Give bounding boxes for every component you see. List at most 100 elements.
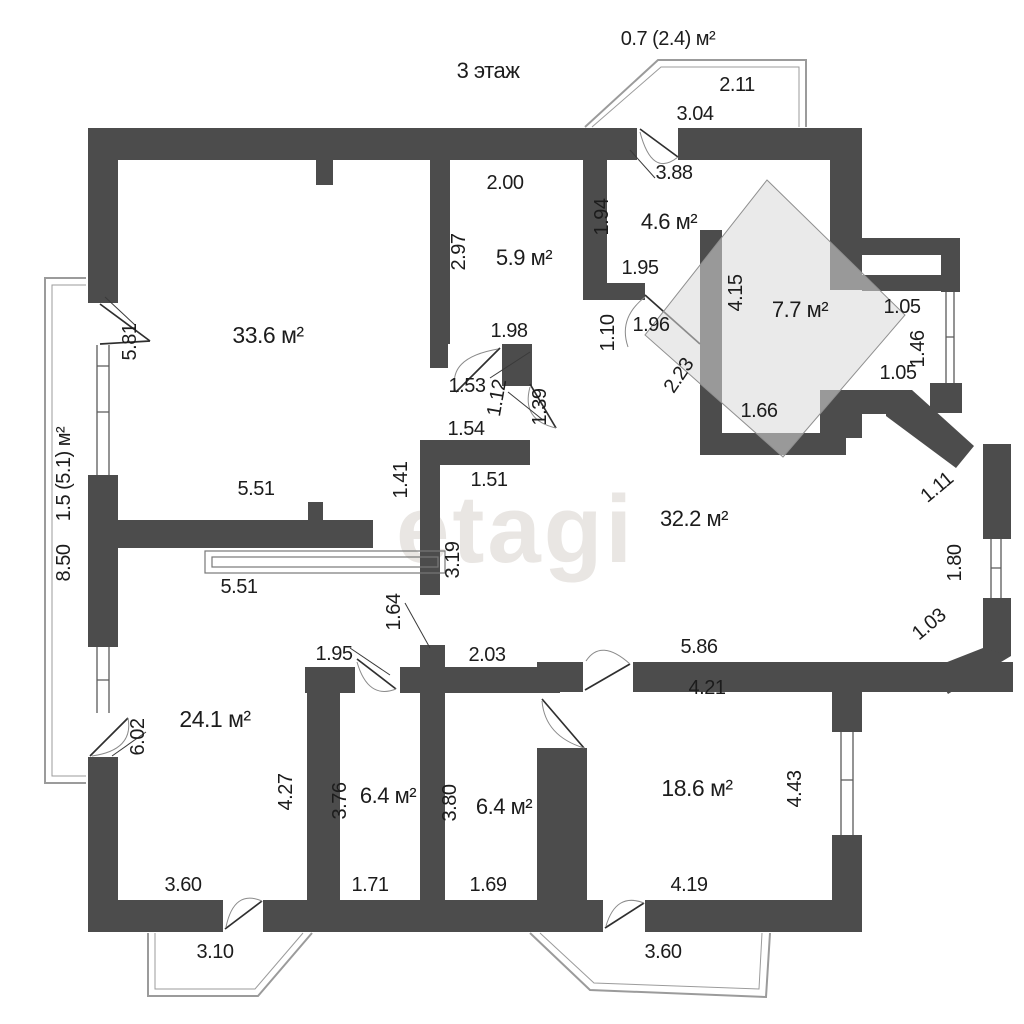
dim-2-03: 2.03 xyxy=(469,644,506,666)
dim-1-05b: 1.05 xyxy=(880,362,917,384)
wall-bedroom-right-2 xyxy=(832,835,862,932)
door-leaf-wc1 xyxy=(356,658,397,690)
wall-bottom-2 xyxy=(263,900,603,932)
dim-4-27: 4.27 xyxy=(275,773,297,810)
dim-1-95a: 1.95 xyxy=(622,257,659,279)
labels: 3 этаж 33.6 м² 5.9 м² 4.6 м² 7.7 м² 32.2… xyxy=(53,28,966,963)
dim-1-54: 1.54 xyxy=(448,418,485,440)
windows xyxy=(88,292,1009,835)
gap-left-upper-door xyxy=(88,303,118,345)
wall-right-lower xyxy=(983,598,1011,656)
room-label-wc-left: 6.4 м² xyxy=(360,783,416,808)
dim-1-05a: 1.05 xyxy=(884,296,921,318)
wall-right-window-cap-top xyxy=(941,238,960,292)
door-leaf-bedroom-right xyxy=(584,663,631,691)
dim-4-21: 4.21 xyxy=(689,677,726,699)
dim-2-97: 2.97 xyxy=(448,233,470,270)
door-arc-balcony-left xyxy=(225,897,263,928)
wall-top-right xyxy=(678,128,862,160)
gap-left-lower-door xyxy=(88,713,118,757)
wall-bedroom-left-right xyxy=(307,667,340,900)
balcony-left-outline xyxy=(44,277,86,784)
dim-1-46: 1.46 xyxy=(907,330,929,367)
dim-1-03: 1.03 xyxy=(908,604,951,645)
entry-diamond-overlay xyxy=(644,179,906,458)
leader-5-81 xyxy=(104,296,136,326)
door-arc-vestibule xyxy=(527,386,557,429)
dim-2-00: 2.00 xyxy=(487,172,524,194)
balcony-bottom-right-inner xyxy=(539,932,763,990)
dim-5-51b: 5.51 xyxy=(221,576,258,598)
wall-wc-divider xyxy=(420,693,445,900)
dim-1-98: 1.98 xyxy=(491,320,528,342)
wall-pantry-right xyxy=(583,160,607,300)
balcony-left-area: 1.5 (5.1) м² xyxy=(53,426,75,521)
dim-1-80: 1.80 xyxy=(944,544,966,581)
door-arc-wc1 xyxy=(356,661,397,692)
dim-4-43: 4.43 xyxy=(784,770,806,807)
wall-left-2 xyxy=(88,475,118,647)
wall-hall-top-bottom xyxy=(583,283,645,300)
dim-2-11: 2.11 xyxy=(719,74,755,96)
dim-4-15: 4.15 xyxy=(725,274,747,311)
dim-1-11: 1.11 xyxy=(916,467,958,507)
balcony-left-length: 8.50 xyxy=(53,544,75,581)
leader-lines xyxy=(104,149,656,757)
room-label-hall: 32.2 м² xyxy=(660,506,728,531)
wall-niche-bottom xyxy=(862,275,942,291)
wardrobe xyxy=(204,550,446,574)
dim-3-60a: 3.60 xyxy=(165,874,202,896)
balcony-bottom-right-outline xyxy=(529,932,771,999)
door-leaf-left-lower xyxy=(89,717,129,757)
doors xyxy=(89,128,701,930)
dim-1-69: 1.69 xyxy=(470,874,507,896)
dim-1-10: 1.10 xyxy=(597,314,619,351)
leader-1-53 xyxy=(489,351,531,379)
dim-6-02: 6.02 xyxy=(127,718,149,755)
door-leaf-top-balcony xyxy=(639,128,679,158)
balcony-left-inner xyxy=(51,284,86,777)
wall-pantry-bottom-cap xyxy=(430,344,450,368)
dim-1-64: 1.64 xyxy=(383,593,405,630)
wall-bedroom-right-1 xyxy=(832,692,862,732)
dim-1-71: 1.71 xyxy=(352,874,389,896)
leader-1-95b xyxy=(349,647,391,676)
wall-bottom-1 xyxy=(88,900,225,932)
dim-1-41: 1.41 xyxy=(390,461,412,498)
room-label-wc-right: 6.4 м² xyxy=(476,794,532,819)
wall-l-vertical xyxy=(420,440,440,595)
balcony-bottom-left-outline xyxy=(147,932,313,997)
dim-3-76: 3.76 xyxy=(329,782,351,819)
dim-5-81: 5.81 xyxy=(119,323,141,360)
leader-1-64 xyxy=(404,602,431,649)
wall-diagonal-upper xyxy=(886,390,974,468)
wall-tick-top xyxy=(316,160,333,185)
door-arc-top-balcony xyxy=(639,131,679,165)
balcony-top-area: 0.7 (2.4) м² xyxy=(621,28,716,50)
window-hall-right-frame xyxy=(990,539,1002,598)
door-leaf-wc2 xyxy=(541,698,585,749)
balcony-top-outline xyxy=(584,59,807,128)
leader-3-88 xyxy=(629,149,656,179)
dim-1-95b: 1.95 xyxy=(316,643,353,665)
wardrobe-inner xyxy=(211,556,439,568)
leader-6-02 xyxy=(111,731,147,757)
wall-top-left xyxy=(88,128,637,160)
wardrobe-outline xyxy=(204,550,446,574)
wall-right-window-cap-bottom xyxy=(930,383,962,413)
dim-1-12: 1.12 xyxy=(483,378,511,419)
room-label-pantry: 5.9 м² xyxy=(496,245,552,270)
door-leaf-pantry xyxy=(455,347,501,393)
balcony-outlines xyxy=(44,59,807,999)
window-vestibule-frame xyxy=(945,292,955,383)
wall-pantry-left xyxy=(430,160,450,352)
wall-vestibule-block xyxy=(502,344,532,386)
wall-right-upper xyxy=(983,444,1011,539)
gap-pantry-door xyxy=(448,344,502,368)
page-title: 3 этаж xyxy=(457,58,521,83)
balcony-bottom-left-dim: 3.10 xyxy=(197,941,234,963)
dim-1-94: 1.94 xyxy=(591,198,613,235)
wall-hall-bottom-right xyxy=(633,662,1013,692)
